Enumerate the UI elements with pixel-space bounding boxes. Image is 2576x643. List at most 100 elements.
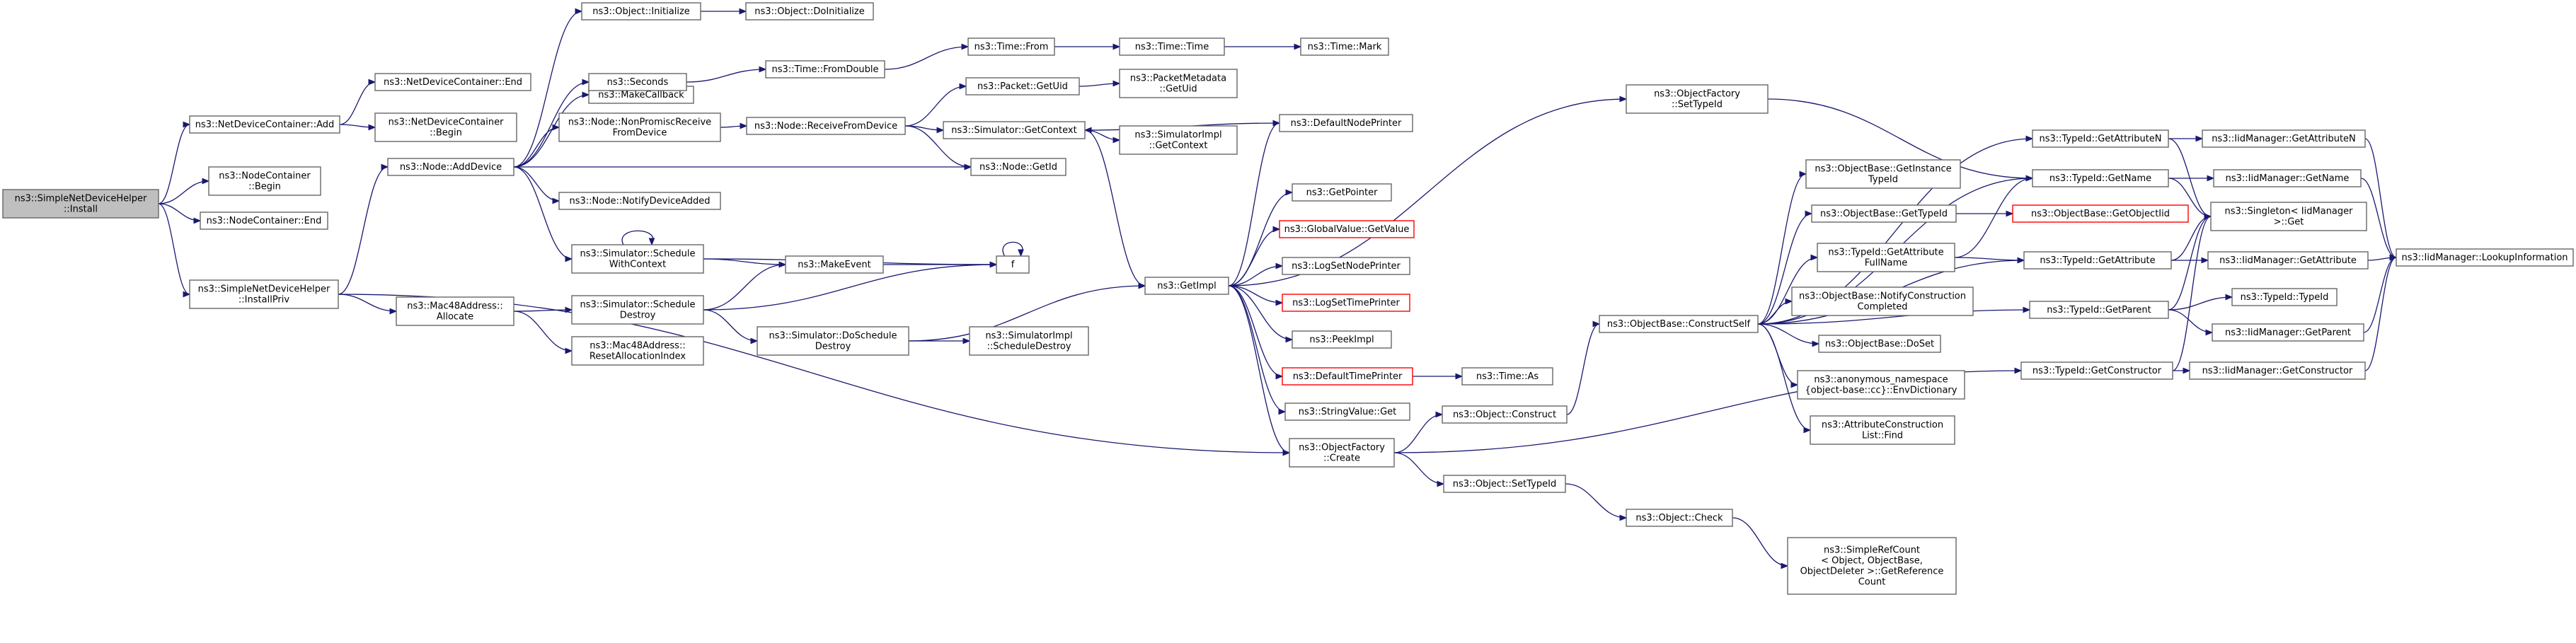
node-objfactory-settypeid[interactable]: ns3::ObjectFactory::SetTypeId — [1626, 84, 1769, 114]
node-nc-begin[interactable]: ns3::NodeContainer::Begin — [208, 166, 321, 196]
node-objbase-doset[interactable]: ns3::ObjectBase::DoSet — [1818, 335, 1941, 353]
node-box — [1292, 183, 1392, 202]
node-iid-lookupinformation[interactable]: ns3::IidManager::LookupInformation — [2396, 248, 2574, 267]
node-obj-doinitialize[interactable]: ns3::Object::DoInitialize — [745, 2, 874, 21]
edge-path — [1002, 241, 1023, 257]
node-typeid-getattributen[interactable]: ns3::TypeId::GetAttributeN — [2032, 129, 2169, 148]
node-obj-initialize[interactable]: ns3::Object::Initialize — [581, 2, 701, 21]
node-label: ns3::Packet::GetUid — [977, 81, 1068, 92]
node-ndc-begin[interactable]: ns3::NetDeviceContainer::Begin — [374, 112, 517, 142]
node-label: FullName — [1865, 258, 1908, 269]
edge-path — [2168, 216, 2212, 311]
node-time-from[interactable]: ns3::Time::From — [967, 37, 1055, 56]
edge-path — [2172, 216, 2212, 371]
node-node-getid[interactable]: ns3::Node::GetId — [970, 158, 1066, 176]
edge-install-to-ndc-add — [158, 121, 191, 204]
node-simimpl-getcontext[interactable]: ns3::SimulatorImpl::GetContext — [1119, 125, 1238, 155]
node-objbase-getobjectiid[interactable]: ns3::ObjectBase::GetObjectIid — [2012, 204, 2189, 223]
node-defaulttimeprinter[interactable]: ns3::DefaultTimePrinter — [1282, 367, 1413, 386]
node-stringvalue-get[interactable]: ns3::StringValue::Get — [1284, 402, 1410, 421]
node-label: List::Find — [1862, 431, 1903, 441]
node-mac48-reset[interactable]: ns3::Mac48Address::ResetAllocationIndex — [571, 336, 704, 366]
node-singleton-get[interactable]: ns3::Singleton< IidManager>::Get — [2210, 202, 2367, 231]
edge-objfactory-create-to-obj-construct — [1393, 411, 1444, 453]
node-installpriv[interactable]: ns3::SimpleNetDeviceHelper::InstallPriv — [189, 279, 339, 309]
node-globalvalue-getvalue[interactable]: ns3::GlobalValue::GetValue — [1279, 220, 1415, 238]
node-ndc-add[interactable]: ns3::NetDeviceContainer::Add — [189, 115, 340, 134]
node-logsetnodeprinter[interactable]: ns3::LogSetNodePrinter — [1282, 257, 1410, 275]
node-iid-getparent[interactable]: ns3::IidManager::GetParent — [2212, 323, 2364, 342]
edge-node-nonpromisc-to-node-recvfromdev — [720, 122, 748, 129]
node-box — [2210, 202, 2367, 231]
node-sim-scheddestroy[interactable]: ns3::Simulator::ScheduleDestroy — [571, 295, 704, 325]
edge-path — [158, 203, 190, 295]
node-seconds[interactable]: ns3::Seconds — [588, 73, 687, 91]
node-iid-getname[interactable]: ns3::IidManager::GetName — [2213, 169, 2362, 187]
node-typeid-getparent[interactable]: ns3::TypeId::GetParent — [2029, 301, 2169, 319]
node-box — [1443, 475, 1566, 493]
node-objbase-notifyconstruction[interactable]: ns3::ObjectBase::NotifyConstructionCompl… — [1791, 286, 1974, 316]
node-box — [1626, 84, 1769, 114]
node-label: ns3::TypeId::GetName — [2049, 173, 2151, 184]
node-iid-getconstructor[interactable]: ns3::IidManager::GetConstructor — [2189, 361, 2366, 380]
node-label: ::InstallPriv — [238, 295, 289, 306]
node-label: ns3::IidManager::LookupInformation — [2401, 253, 2568, 263]
node-label: ns3::StringValue::Get — [1299, 407, 1396, 417]
node-box — [2189, 361, 2366, 380]
node-box — [1442, 405, 1568, 424]
node-mac48-allocate[interactable]: ns3::Mac48Address::Allocate — [396, 296, 514, 326]
edge-path — [513, 11, 582, 168]
node-typeid-getattribute[interactable]: ns3::TypeId::GetAttribute — [2023, 251, 2172, 270]
node-getimpl[interactable]: ns3::GetImpl — [1144, 277, 1229, 295]
node-obj-construct[interactable]: ns3::Object::Construct — [1442, 405, 1568, 424]
node-defaultnodeprinter[interactable]: ns3::DefaultNodePrinter — [1279, 114, 1413, 132]
edge-node-adddevice-to-seconds — [513, 79, 590, 168]
node-objfactory-create[interactable]: ns3::ObjectFactory::Create — [1289, 438, 1395, 468]
node-iid-getattributen[interactable]: ns3::IidManager::GetAttributeN — [2202, 129, 2366, 148]
node-getpointer[interactable]: ns3::GetPointer — [1292, 183, 1392, 202]
edge-installpriv-to-mac48-allocate — [338, 294, 398, 315]
node-simimpl-scheddestroy[interactable]: ns3::SimulatorImpl::ScheduleDestroy — [969, 326, 1089, 356]
node-obj-settypeid[interactable]: ns3::Object::SetTypeId — [1443, 475, 1566, 493]
node-time-fromdouble[interactable]: ns3::Time::FromDouble — [765, 60, 885, 79]
node-node-adddevice[interactable]: ns3::Node::AddDevice — [387, 158, 514, 176]
node-peekimpl[interactable]: ns3::PeekImpl — [1292, 330, 1392, 349]
node-nc-end[interactable]: ns3::NodeContainer::End — [200, 212, 328, 230]
node-ndc-end[interactable]: ns3::NetDeviceContainer::End — [374, 73, 531, 91]
node-logsettimeprinter[interactable]: ns3::LogSetTimePrinter — [1282, 294, 1410, 312]
edge-path — [703, 309, 758, 342]
edge-iid-getattributen-to-iid-lookupinformation — [2364, 138, 2398, 261]
node-anon-envdictionary[interactable]: ns3::anonymous_namespace{object-base::cc… — [1797, 370, 1965, 400]
node-install[interactable]: ns3::SimpleNetDeviceHelper::Install — [2, 189, 159, 219]
node-typeid-getname[interactable]: ns3::TypeId::GetName — [2032, 169, 2169, 187]
node-label: ns3::GlobalValue::GetValue — [1284, 224, 1410, 235]
edge-getimpl-to-globalvalue-getvalue — [1228, 226, 1281, 286]
node-simplerefcount[interactable]: ns3::SimpleRefCount< Object, ObjectBase,… — [1787, 537, 1957, 595]
node-time-as[interactable]: ns3::Time::As — [1461, 367, 1553, 386]
node-objbase-gettypeid[interactable]: ns3::ObjectBase::GetTypeId — [1811, 204, 1957, 223]
node-sim-getcontext[interactable]: ns3::Simulator::GetContext — [943, 121, 1086, 139]
node-time-time[interactable]: ns3::Time::Time — [1119, 37, 1225, 56]
node-box — [2213, 169, 2362, 187]
node-node-recvfromdev[interactable]: ns3::Node::ReceiveFromDevice — [746, 117, 906, 135]
node-label: ns3::Object::Check — [1635, 513, 1723, 523]
node-packet-getuid[interactable]: ns3::Packet::GetUid — [965, 77, 1080, 95]
node-makeevent[interactable]: ns3::MakeEvent — [785, 255, 884, 274]
node-obj-check[interactable]: ns3::Object::Check — [1626, 509, 1733, 527]
edge-arrowhead — [961, 43, 970, 50]
node-packetmeta-getuid[interactable]: ns3::PacketMetadata::GetUid — [1119, 69, 1238, 98]
node-typeid-getconstructor[interactable]: ns3::TypeId::GetConstructor — [2020, 361, 2173, 380]
node-label: ::GetContext — [1149, 141, 1208, 151]
node-f[interactable]: f — [996, 255, 1030, 274]
node-objbase-constructself[interactable]: ns3::ObjectBase::ConstructSelf — [1599, 315, 1759, 333]
node-node-notify[interactable]: ns3::Node::NotifyDeviceAdded — [558, 192, 721, 210]
node-time-mark[interactable]: ns3::Time::Mark — [1300, 37, 1389, 56]
node-iid-getattribute[interactable]: ns3::IidManager::GetAttribute — [2207, 251, 2369, 270]
node-typeid-typeid[interactable]: ns3::TypeId::TypeId — [2231, 288, 2338, 306]
